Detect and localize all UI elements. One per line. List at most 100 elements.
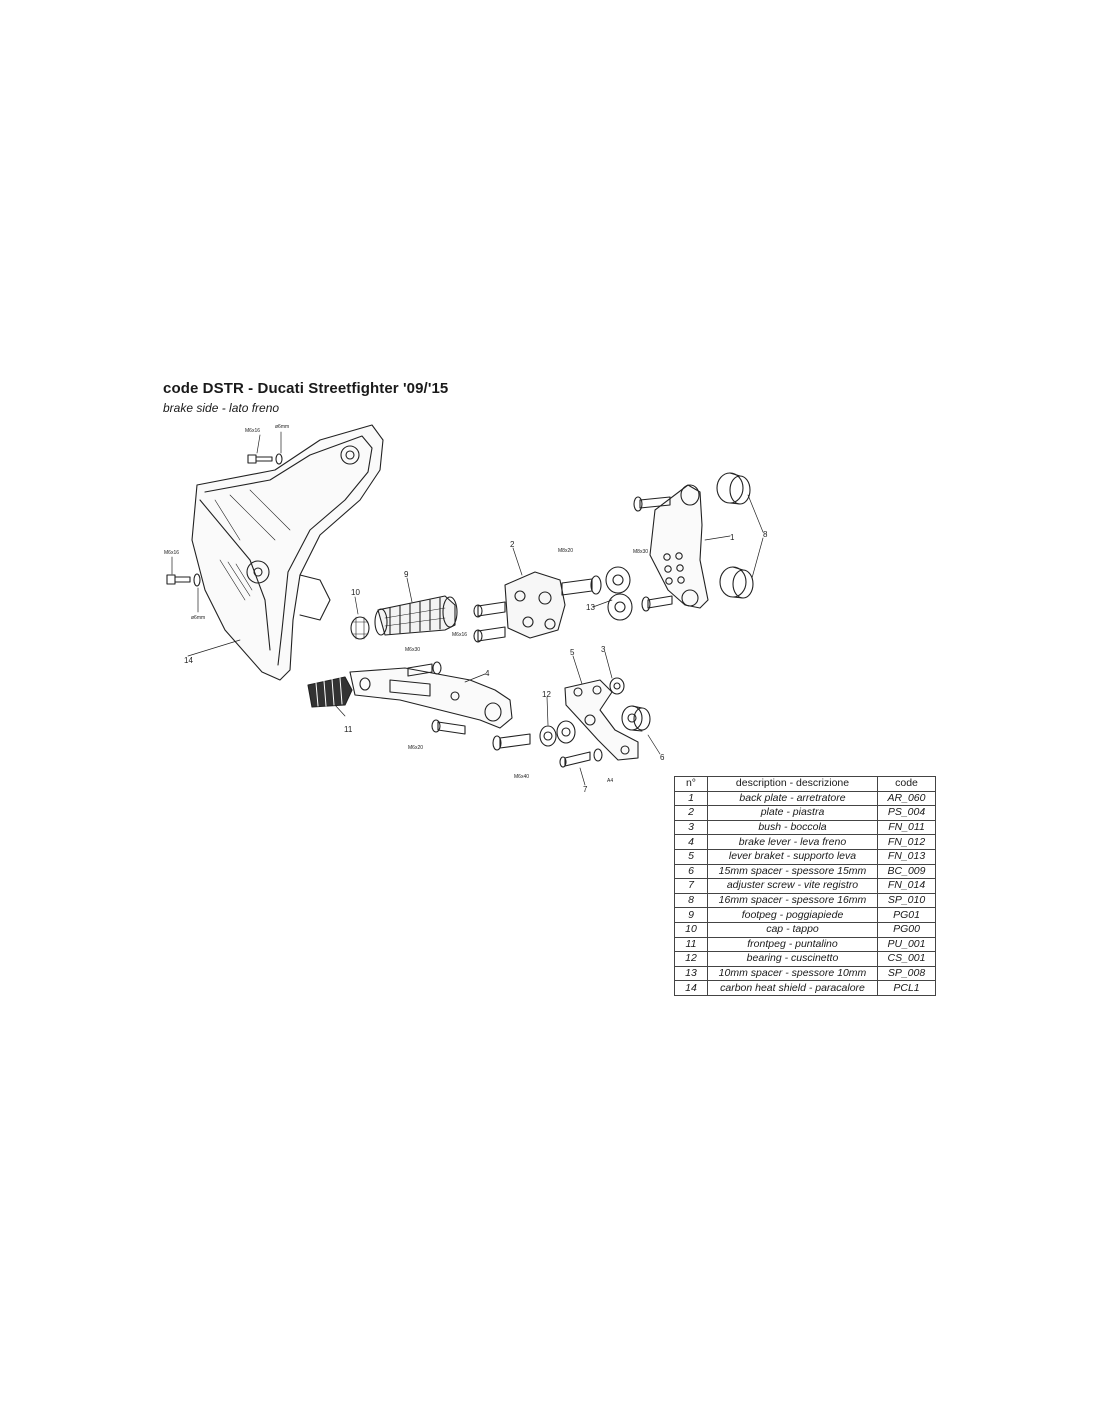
part-number: 12 <box>674 951 708 967</box>
part-description: cap - tappo <box>707 921 878 938</box>
callout-5: 5 <box>570 648 575 657</box>
part-description: 15mm spacer - spessore 15mm <box>707 863 878 880</box>
callout-12: 12 <box>542 690 551 699</box>
part-code: FN_011 <box>877 819 936 836</box>
part-code: AR_060 <box>877 790 936 807</box>
part-number: 2 <box>674 805 708 821</box>
part-code: PG01 <box>877 907 936 923</box>
part-description: brake lever - leva freno <box>707 834 878 850</box>
part-number: 3 <box>674 819 708 836</box>
frontpeg-part <box>307 676 353 708</box>
bolt-label: M6x30 <box>405 647 420 653</box>
washer-label: ø6mm <box>275 424 289 430</box>
cap-part <box>350 616 370 640</box>
part-description: carbon heat shield - paracalore <box>707 980 878 996</box>
exploded-parts-diagram: 1 2 3 4 5 6 7 8 9 10 11 12 13 14 M6x16 ø… <box>164 424 768 794</box>
bolt-m6x16-top <box>247 453 283 465</box>
part-number: 6 <box>674 863 708 880</box>
bolt-label: M6x20 <box>408 745 423 751</box>
callout-2: 2 <box>510 540 515 549</box>
spacer-15mm-part <box>621 705 651 732</box>
brake-lever-part <box>349 661 531 751</box>
washer-label: ø6mm <box>191 615 205 621</box>
part-description: back plate - arretratore <box>707 790 878 807</box>
callout-14: 14 <box>184 656 193 665</box>
part-number: 8 <box>674 892 708 909</box>
callout-13: 13 <box>586 603 595 612</box>
part-number: 1 <box>674 790 708 807</box>
callout-1: 1 <box>730 533 735 542</box>
heat-shield-part <box>191 424 384 681</box>
callout-3: 3 <box>601 645 606 654</box>
part-description: footpeg - poggiapiede <box>707 907 878 923</box>
footpeg-part <box>374 595 458 636</box>
part-description: 10mm spacer - spessore 10mm <box>707 965 878 982</box>
part-number: 11 <box>674 936 708 953</box>
bolt-label: M8x30 <box>633 549 648 555</box>
part-code: SP_010 <box>877 892 936 909</box>
part-number: 5 <box>674 848 708 865</box>
bolt-label: M6x40 <box>514 774 529 780</box>
bearing-part <box>539 720 576 747</box>
part-number: 7 <box>674 878 708 894</box>
part-code: FN_012 <box>877 834 936 850</box>
part-description: 16mm spacer - spessore 16mm <box>707 892 878 909</box>
part-code: FN_014 <box>877 878 936 894</box>
callout-numbers: 1 2 3 4 5 6 7 8 9 10 11 12 13 14 <box>184 530 768 794</box>
bolt-label: M6x16 <box>164 550 179 556</box>
callout-4: 4 <box>485 669 490 678</box>
part-code: PS_004 <box>877 805 936 821</box>
part-number: 10 <box>674 921 708 938</box>
part-description: lever braket - supporto leva <box>707 848 878 865</box>
part-code: SP_008 <box>877 965 936 982</box>
part-code: PCL1 <box>877 980 936 996</box>
bolt-m6x16-peg <box>473 601 506 643</box>
part-code: FN_013 <box>877 848 936 865</box>
bolt-label: M6x16 <box>245 428 260 434</box>
adjuster-screw-part <box>559 748 603 768</box>
column-header-description: description - descrizione <box>707 776 878 792</box>
callout-10: 10 <box>351 588 360 597</box>
bolt-label: A4 <box>607 778 613 784</box>
part-number: 14 <box>674 980 708 996</box>
part-code: CS_001 <box>877 951 936 967</box>
callout-11: 11 <box>344 725 353 734</box>
bolt-label: M8x20 <box>558 548 573 554</box>
plate-part <box>504 571 566 639</box>
spacer-16mm-part <box>716 472 754 599</box>
column-header-number: n° <box>674 776 708 792</box>
callout-6: 6 <box>660 753 665 762</box>
bolt-m6x16-left <box>166 573 201 587</box>
callout-8: 8 <box>763 530 768 539</box>
bush-part <box>609 677 625 695</box>
part-description: plate - piastra <box>707 805 878 821</box>
part-description: adjuster screw - vite registro <box>707 878 878 894</box>
spacer-10mm-part <box>605 566 633 621</box>
part-number: 13 <box>674 965 708 982</box>
bolt-label: M6x16 <box>452 632 467 638</box>
part-description: bush - boccola <box>707 819 878 836</box>
column-header-code: code <box>877 776 936 792</box>
part-code: PU_001 <box>877 936 936 953</box>
page-subtitle: brake side - lato freno <box>163 401 280 415</box>
part-description: frontpeg - puntalino <box>707 936 878 953</box>
page-title: code DSTR - Ducati Streetfighter '09/'15 <box>163 380 449 397</box>
part-description: bearing - cuscinetto <box>707 951 878 967</box>
part-code: PG00 <box>877 921 936 938</box>
part-number: 9 <box>674 907 708 923</box>
callout-9: 9 <box>404 570 409 579</box>
bolt-m8x20 <box>561 575 602 596</box>
